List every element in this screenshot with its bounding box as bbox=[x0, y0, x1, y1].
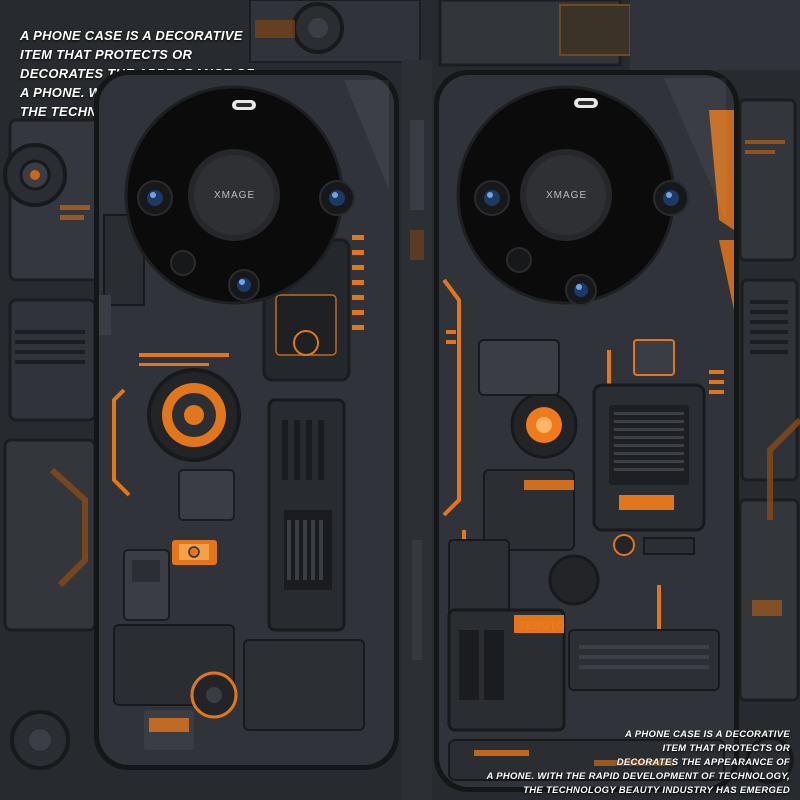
phone-case-right-art bbox=[434, 70, 739, 792]
camera-brand-label: XMAGE bbox=[214, 190, 256, 201]
caption-top-line: THE TECHN bbox=[20, 104, 98, 119]
chip-label: TEROTO bbox=[519, 620, 565, 632]
phone-case-left: XMAGE bbox=[94, 70, 399, 770]
phone-case-right: XMAGE TEROTO bbox=[434, 70, 739, 792]
caption-bottom-line: ITEM THAT PROTECTS OR bbox=[662, 743, 790, 754]
caption-bottom-line: DECORATES THE APPEARANCE OF bbox=[616, 757, 790, 768]
caption-bottom-line: A PHONE CASE IS A DECORATIVE bbox=[625, 729, 790, 740]
caption-top-line: A PHONE. W bbox=[20, 85, 102, 100]
phone-case-left-art bbox=[94, 70, 399, 770]
caption-bottom-line: THE TECHNOLOGY BEAUTY INDUSTRY HAS EMERG… bbox=[523, 785, 790, 796]
caption-bottom-line: A PHONE. WITH THE RAPID DEVELOPMENT OF T… bbox=[486, 771, 790, 782]
caption-top-line: A PHONE CASE IS A DECORATIVE bbox=[20, 28, 243, 43]
camera-brand-label: XMAGE bbox=[546, 190, 588, 201]
caption-bottom: A PHONE CASE IS A DECORATIVE ITEM THAT P… bbox=[486, 728, 790, 798]
caption-top-line: ITEM THAT PROTECTS OR bbox=[20, 47, 193, 62]
